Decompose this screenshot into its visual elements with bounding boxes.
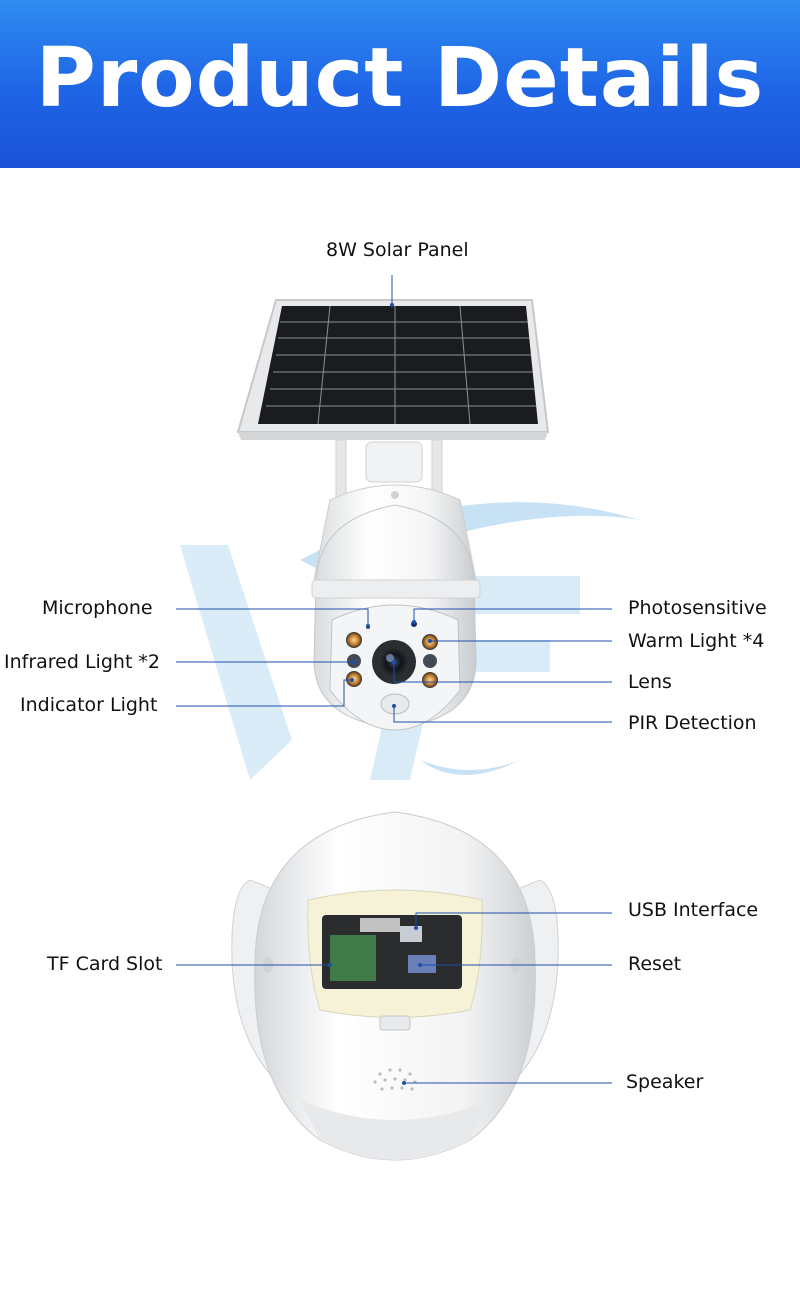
solar-panel — [236, 299, 550, 440]
leader-microphone — [176, 608, 369, 626]
label-lens: Lens — [628, 671, 672, 693]
leader-indicator — [176, 679, 352, 707]
leader-lines — [176, 275, 612, 1084]
leader-dots — [328, 303, 432, 1085]
label-infrared-light: Infrared Light *2 — [4, 651, 161, 673]
camera-front — [311, 484, 481, 731]
leader-lens — [393, 662, 612, 683]
label-reset: Reset — [628, 953, 682, 975]
label-usb-interface: USB Interface — [628, 899, 759, 921]
label-photosensitive: Photosensitive — [628, 597, 767, 619]
label-solar-panel: 8W Solar Panel — [326, 239, 469, 261]
label-indicator-light: Indicator Light — [20, 694, 158, 716]
header-banner: Product Details — [0, 0, 800, 168]
leader-pir — [393, 706, 612, 723]
label-tf-card-slot: TF Card Slot — [47, 953, 163, 975]
label-speaker: Speaker — [626, 1071, 704, 1093]
camera-back — [231, 811, 559, 1161]
leader-photosensitive — [413, 608, 612, 622]
label-pir-detection: PIR Detection — [628, 712, 757, 734]
leader-usb — [415, 912, 612, 928]
label-warm-light: Warm Light *4 — [628, 630, 765, 652]
label-microphone: Microphone — [42, 597, 153, 619]
page-title: Product Details — [35, 30, 765, 126]
